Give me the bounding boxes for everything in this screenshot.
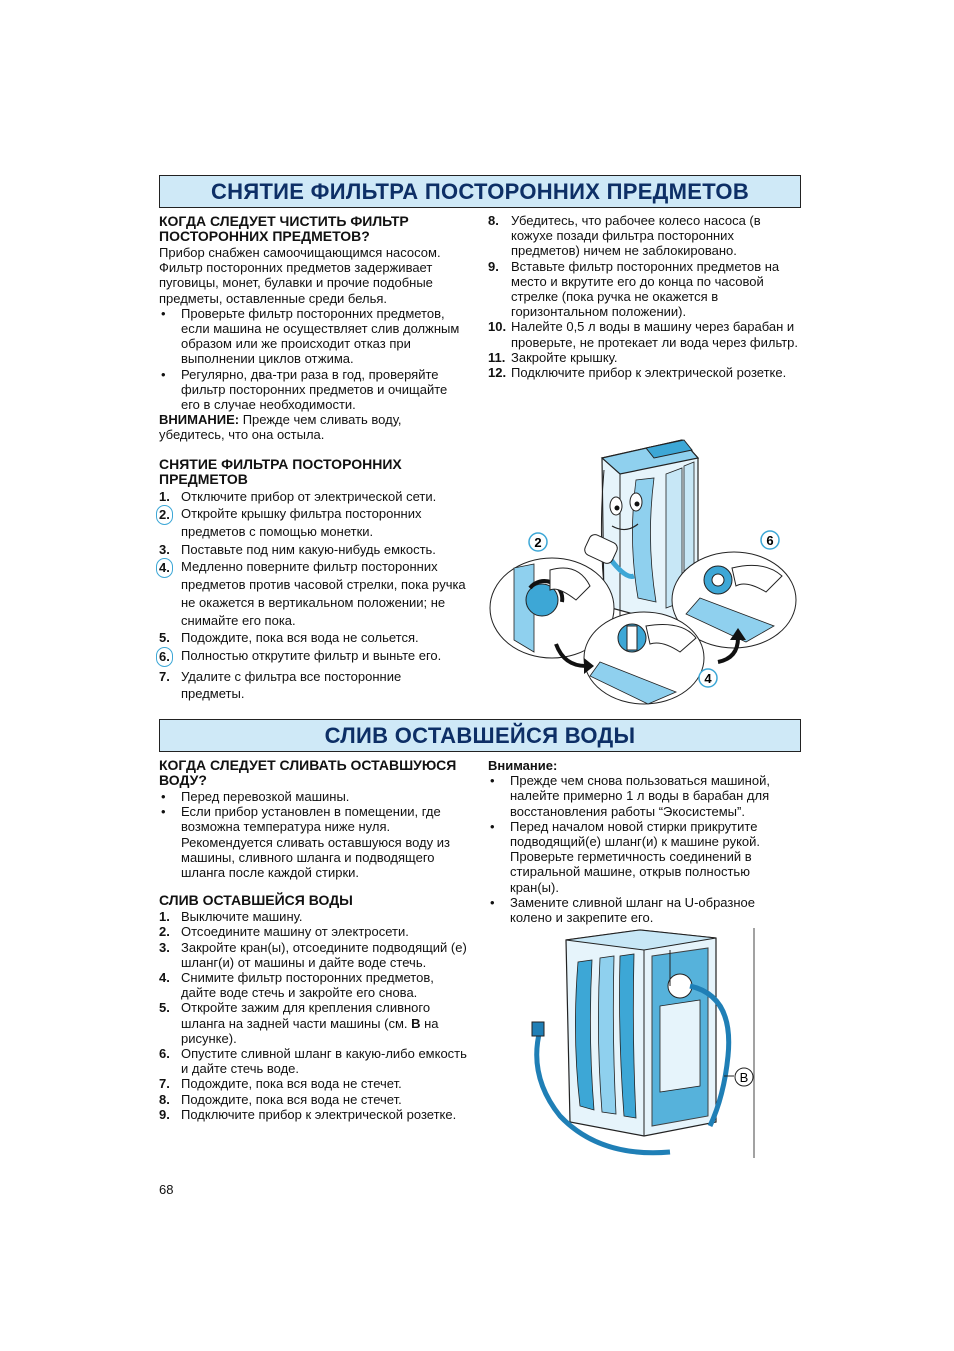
list-item: 6.Полностью открутите фильтр и выньте ег… [156,646,467,667]
figure-marker-b: B [734,1067,754,1087]
list-item: 7.Удалите с фильтра все посторонние пред… [159,668,402,702]
svg-text:4: 4 [704,671,712,686]
figure-marker-4: 4 [698,668,718,688]
washing-machine-rear-drawing [565,929,717,1137]
list-item: Перед перевозкой машины. [159,789,467,804]
removal-steps-continued: 8.Убедитесь, что рабочее колесо насоса (… [488,213,800,380]
drain-hose-illustration: B [531,928,755,1158]
list-item: 5.Откройте зажим для крепления сливного … [159,1000,439,1046]
filter-bullet-list: Проверьте фильтр посторонних предметов, … [159,306,467,412]
svg-text:6: 6 [766,533,773,548]
page-number: 68 [159,1182,174,1197]
section-title-drain-water: СЛИВ ОСТАВШЕЙСЯ ВОДЫ [159,719,801,752]
svg-text:B: B [740,1070,749,1085]
svg-text:2: 2 [534,535,541,550]
step-circled-number: 6. [156,646,173,667]
list-item: 1.Выключите машину. [159,909,303,925]
warning-label: ВНИМАНИЕ: [159,412,240,428]
when-clean-heading: КОГДА СЛЕДУЕТ ЧИСТИТЬ ФИЛЬТР ПОСТОРОННИХ… [159,213,409,244]
list-item: 10.Налейте 0,5 л воды в машину через бар… [488,319,799,350]
inlet-hose [534,1029,671,1156]
list-item: 5.Подождите, пока вся вода не сольется. [159,630,419,646]
when-drain-heading: КОГДА СЛЕДУЕТ СЛИВАТЬ ОСТАВШУЮСЯ ВОДУ? [159,757,457,788]
list-item: 9.Подключите прибор к электрической розе… [159,1106,457,1122]
step-circled-number: 4. [156,558,173,579]
drain-steps: 1.Выключите машину. 2.Отсоедините машину… [159,909,467,1122]
drain-heading: СЛИВ ОСТАВШЕЙСЯ ВОДЫ [159,892,353,909]
list-item: 8.Подождите, пока вся вода не стечет. [159,1091,402,1107]
warning-text: Прежде чем сливать воду, убедитесь, что … [159,412,402,443]
vignette-step-6 [671,551,797,649]
list-item: 3.Поставьте под ним какую-нибудь емкость… [159,541,436,557]
list-item: 1.Отключите прибор от электрической сети… [159,488,437,504]
list-item: 7.Подождите, пока вся вода не стечет. [159,1076,402,1092]
removal-heading: СНЯТИЕ ФИЛЬТРА ПОСТОРОННИХ ПРЕДМЕТОВ [159,455,402,487]
step-circled-number: 2. [156,505,173,526]
drain-bullet-list: Перед перевозкой машины. Если прибор уст… [159,789,467,880]
filter-warning: ВНИМАНИЕ: Прежде чем сливать воду, убеди… [159,412,467,442]
filter-intro-text: Прибор снабжен самоочищающимся насосом. … [159,245,441,306]
attention-list: Прежде чем снова пользоваться машиной, н… [488,773,800,925]
list-item: 4.Снимите фильтр посторонних предметов, … [159,970,434,1001]
filter-removal-illustration: 2 6 4 [489,439,797,705]
drain-right-column: Внимание: Прежде чем снова пользоваться … [488,758,800,925]
filter-left-column: КОГДА СЛЕДУЕТ ЧИСТИТЬ ФИЛЬТР ПОСТОРОННИХ… [156,213,467,703]
filter-right-column: 8.Убедитесь, что рабочее колесо насоса (… [488,213,800,380]
list-item: 4.Медленно поверните фильтр посторонних … [156,558,467,629]
list-item: Регулярно, два-три раза в год, проверяйт… [159,367,467,413]
removal-steps: 1.Отключите прибор от электрической сети… [156,488,467,703]
vignette-step-2 [489,557,615,659]
list-item: Прежде чем снова пользоваться машиной, н… [488,773,800,819]
figure-marker-6: 6 [760,530,780,550]
list-item: 12.Подключите прибор к электрической роз… [488,365,787,381]
list-item: Если прибор установлен в помещении, где … [159,804,467,880]
list-item: Перед началом новой стирки прикрутите по… [488,819,800,895]
attention-label: Внимание: [488,758,558,773]
vignette-step-4 [583,611,705,705]
list-item: 2.Отсоедините машину от электросети. [159,924,409,940]
list-item: 9.Вставьте фильтр посторонних предметов … [488,258,780,320]
drain-hose [689,983,732,1128]
figure-marker-2: 2 [528,532,548,552]
list-item: 2.Откройте крышку фильтра посторонних пр… [156,505,467,540]
list-item: 11.Закройте крышку. [488,349,618,365]
arrow-icon [717,637,740,664]
list-item: 6.Опустите сливной шланг в какую-либо ем… [159,1046,467,1077]
drain-left-column: КОГДА СЛЕДУЕТ СЛИВАТЬ ОСТАВШУЮСЯ ВОДУ? П… [159,758,467,1122]
washing-machine-drawing [584,439,700,627]
list-item: Проверьте фильтр посторонних предметов, … [159,306,467,367]
list-item: 3.Закройте кран(ы), отсоедините подводящ… [159,939,467,970]
list-item: 8.Убедитесь, что рабочее колесо насоса (… [488,213,761,259]
section-title-filter-removal: СНЯТИЕ ФИЛЬТРА ПОСТОРОННИХ ПРЕДМЕТОВ [159,175,801,208]
list-item: Замените сливной шланг на U-образное кол… [488,895,800,925]
arrow-icon [554,643,587,668]
